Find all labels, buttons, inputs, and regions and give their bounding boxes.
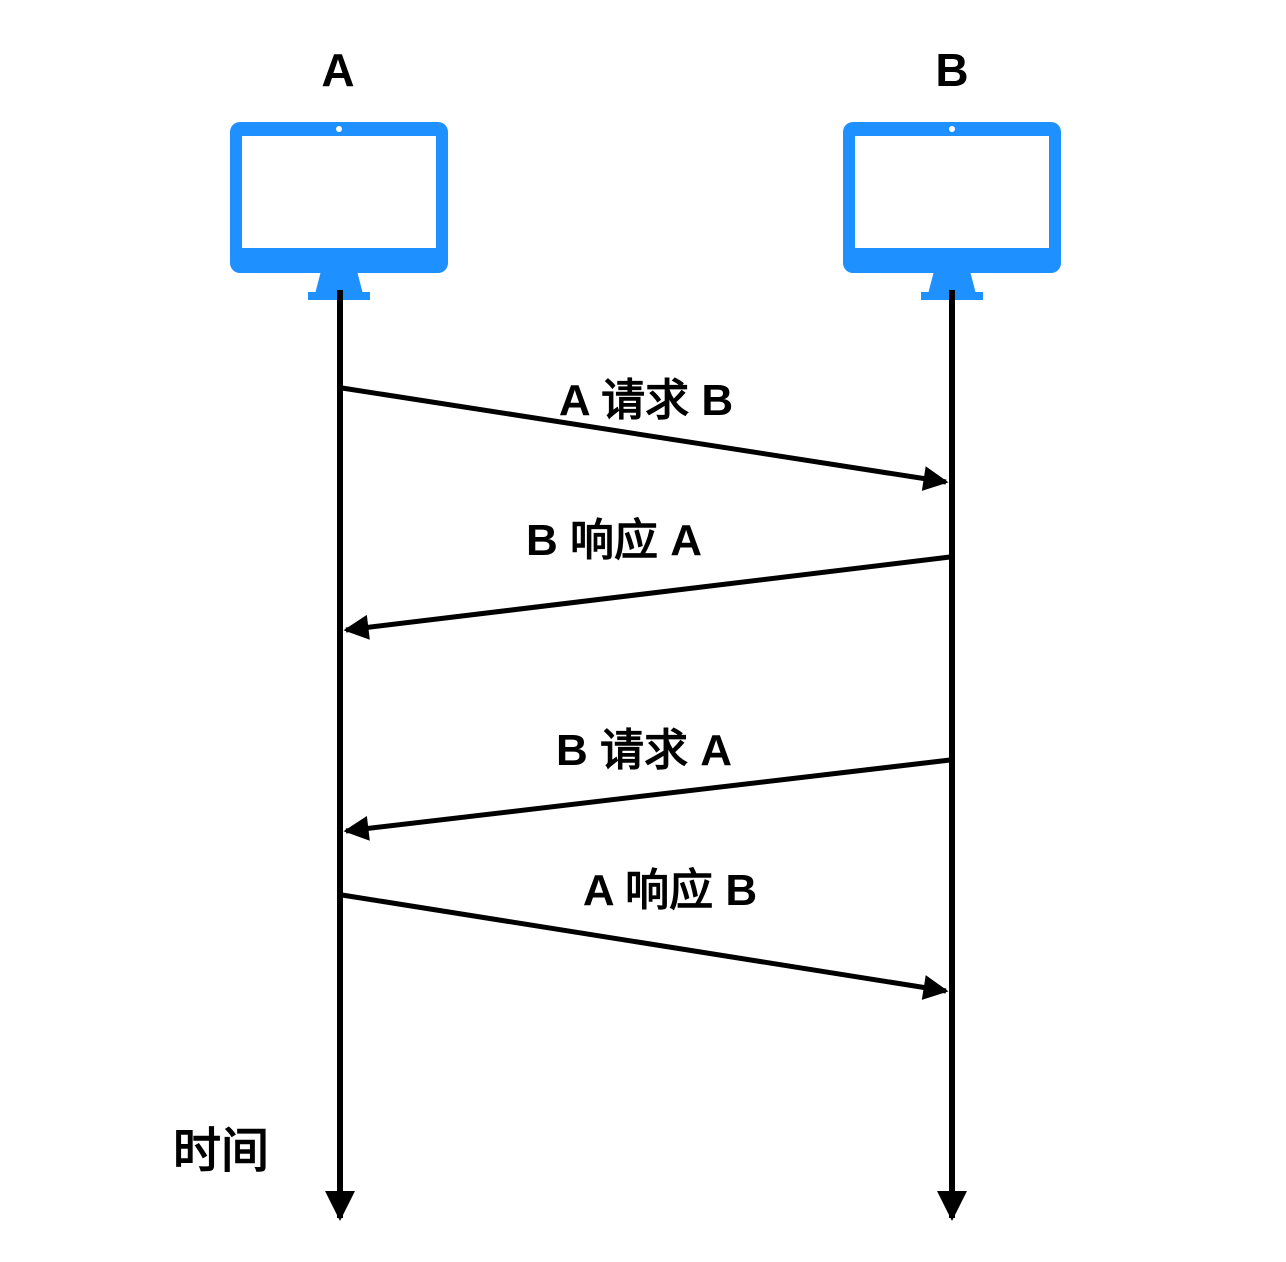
actor-b-label: B [935, 44, 968, 96]
time-axis-label: 时间 [173, 1125, 269, 1178]
message-b-request-a: B 请求 A [343, 726, 951, 841]
computer-monitor-icon-a [230, 122, 448, 300]
message-3-label: B 请求 A [556, 726, 732, 775]
message-1-label: A 请求 B [559, 376, 733, 425]
message-4-label: A 响应 B [583, 866, 757, 915]
message-a-response-b: A 响应 B [341, 866, 949, 1000]
message-a-request-b: A 请求 B [341, 376, 949, 491]
message-3-arrow [343, 757, 951, 841]
message-1-arrow [341, 385, 949, 491]
message-2-arrow [343, 554, 951, 640]
actor-a: A [230, 44, 448, 1221]
computer-monitor-icon-b [843, 122, 1061, 300]
actor-b: B [843, 44, 1061, 1221]
actor-a-label: A [321, 44, 354, 96]
message-b-response-a: B 响应 A [343, 516, 951, 640]
message-4-arrow [341, 892, 949, 1000]
message-2-label: B 响应 A [526, 516, 702, 565]
